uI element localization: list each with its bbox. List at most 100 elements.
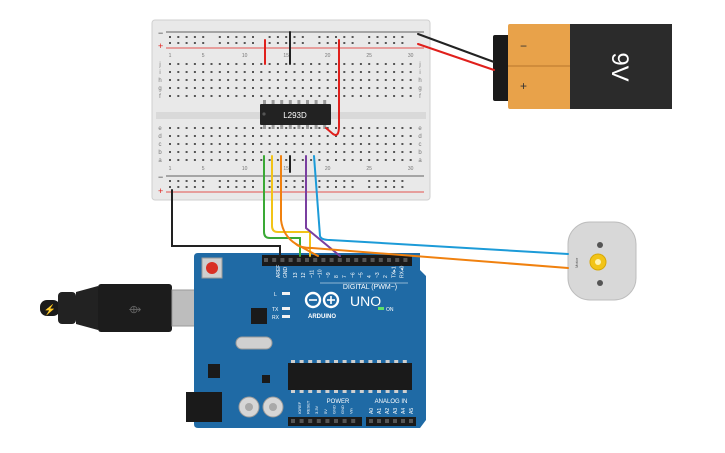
wire-green-pin12[interactable] xyxy=(263,155,301,257)
rail-hole xyxy=(243,36,246,38)
terminal-hole xyxy=(368,135,371,137)
rail-hole xyxy=(393,186,396,188)
terminal-hole xyxy=(185,159,188,161)
terminal-hole xyxy=(276,95,279,97)
terminal-hole xyxy=(376,159,379,161)
terminal-hole xyxy=(268,151,271,153)
terminal-holes xyxy=(169,63,412,161)
terminal-hole xyxy=(260,71,263,73)
terminal-hole xyxy=(202,143,205,145)
digital-pin-label: ~6 xyxy=(350,272,356,278)
terminal-hole xyxy=(252,87,254,89)
battery-9v[interactable]: − + 9V xyxy=(493,24,672,109)
terminal-hole xyxy=(177,71,180,73)
terminal-hole xyxy=(252,151,254,153)
rail-hole xyxy=(335,186,337,188)
terminal-hole xyxy=(351,127,354,129)
terminal-hole xyxy=(227,87,230,89)
wire-yellow-pin11[interactable] xyxy=(271,155,311,257)
terminal-hole xyxy=(177,95,180,97)
l293d-chip[interactable]: L293D xyxy=(260,100,331,129)
terminal-hole xyxy=(202,87,205,89)
terminal-hole xyxy=(301,71,304,73)
rail-hole xyxy=(401,42,404,44)
terminal-hole xyxy=(401,95,404,97)
analog-header xyxy=(366,417,416,426)
terminal-hole xyxy=(343,95,346,97)
terminal-hole xyxy=(227,63,230,65)
wire-battery-negative[interactable] xyxy=(417,33,495,63)
mcu-pin xyxy=(334,390,338,393)
rail-hole xyxy=(301,36,304,38)
wire-purple-pin7[interactable] xyxy=(305,155,341,257)
terminal-hole xyxy=(169,151,171,153)
rail-hole xyxy=(318,186,321,188)
terminal-hole xyxy=(218,79,221,81)
terminal-hole xyxy=(343,63,346,65)
row-letter: b xyxy=(418,150,422,156)
terminal-hole xyxy=(177,143,180,145)
terminal-hole xyxy=(393,87,396,89)
terminal-hole xyxy=(285,79,288,81)
wire-gnd-to-arduino[interactable] xyxy=(171,189,281,257)
wire-orange-motor[interactable] xyxy=(295,243,569,269)
terminal-hole xyxy=(343,127,346,129)
rail-hole xyxy=(351,186,354,188)
dc-motor[interactable]: Motor xyxy=(567,221,637,301)
rail-hole xyxy=(343,42,346,44)
rail-hole xyxy=(268,186,271,188)
row-letter: i xyxy=(419,70,420,76)
terminal-hole xyxy=(393,159,396,161)
terminal-hole xyxy=(193,143,196,145)
rail-hole xyxy=(235,42,238,44)
terminal-hole xyxy=(326,143,329,145)
rail-hole xyxy=(202,186,205,188)
terminal-hole xyxy=(368,63,371,65)
wires xyxy=(171,31,569,269)
terminal-hole xyxy=(335,87,337,89)
digital-pin-label: RX◂0 xyxy=(400,266,406,278)
top-rail-holes xyxy=(169,36,404,44)
terminal-hole xyxy=(293,63,296,65)
terminal-hole xyxy=(285,151,288,153)
rail-hole xyxy=(368,36,371,38)
analog-pin-label: A1 xyxy=(377,408,383,414)
terminal-hole xyxy=(276,143,279,145)
terminal-hole xyxy=(343,71,346,73)
digital-pin-label: 7 xyxy=(342,275,348,278)
wire-battery-positive[interactable] xyxy=(417,43,495,71)
terminal-hole xyxy=(285,87,288,89)
power-pin-label: RESET xyxy=(306,400,311,414)
mcu-pin xyxy=(351,360,356,363)
column-number: 25 xyxy=(366,53,372,59)
bottom-rail-holes xyxy=(169,180,404,188)
rail-hole xyxy=(384,180,387,182)
terminal-hole xyxy=(376,71,379,73)
rail-hole xyxy=(285,36,288,38)
terminal-hole xyxy=(202,151,205,153)
wire-blue-motor[interactable] xyxy=(313,155,569,255)
led-tx-label: TX xyxy=(272,307,279,313)
terminal-hole xyxy=(210,135,213,137)
rail-hole xyxy=(227,180,230,182)
rail-hole xyxy=(252,186,254,188)
terminal-hole xyxy=(384,135,387,137)
chip-pins xyxy=(263,100,327,129)
terminal-hole xyxy=(177,127,180,129)
header-hole xyxy=(354,258,359,262)
row-letter: j xyxy=(418,62,420,68)
terminal-hole xyxy=(235,63,238,65)
header-hole xyxy=(378,258,383,262)
terminal-hole xyxy=(243,71,246,73)
rail-hole xyxy=(193,186,196,188)
rail-plus-label-bottom: + xyxy=(158,186,163,196)
dc-power-jack xyxy=(186,392,222,422)
terminal-hole xyxy=(252,159,254,161)
terminal-hole xyxy=(276,79,279,81)
chip-pin xyxy=(323,100,327,104)
mcu-pin xyxy=(394,360,399,363)
header-hole xyxy=(299,419,304,423)
wire-red-jumper-right[interactable] xyxy=(325,39,340,136)
rail-hole xyxy=(202,180,205,182)
